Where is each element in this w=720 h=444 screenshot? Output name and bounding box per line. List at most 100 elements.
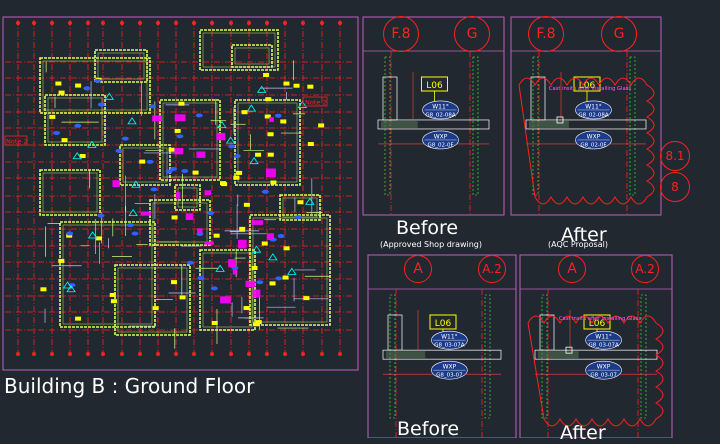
triangle-symbol xyxy=(246,104,257,112)
yellow-tag xyxy=(61,138,68,143)
wall xyxy=(39,169,101,216)
blue-tag xyxy=(83,86,91,91)
grid-head-bottom xyxy=(50,352,54,356)
yellow-tag xyxy=(171,215,178,220)
yellow-tag xyxy=(152,306,159,311)
triangle-symbol xyxy=(72,152,82,160)
grid-head-top xyxy=(265,21,269,25)
yellow-tag xyxy=(109,292,116,297)
grid-head-top xyxy=(50,21,54,25)
detail-frame xyxy=(367,254,517,438)
window-tag-2-line2: G8_03-07 xyxy=(590,373,617,379)
yellow-tag xyxy=(233,175,240,180)
slab-hatch xyxy=(381,120,418,128)
magenta-fill xyxy=(232,269,238,275)
triangle-symbol xyxy=(104,92,115,100)
wall-inner xyxy=(152,202,208,243)
blue-tag xyxy=(121,136,129,141)
grid-bubble-bottom-before-left: A xyxy=(404,255,432,283)
wall xyxy=(119,144,171,186)
caption-bottom-before: Before xyxy=(397,418,460,440)
blue-tag xyxy=(115,148,123,153)
yellow-tag xyxy=(265,97,272,102)
grid-head-top xyxy=(283,21,287,25)
revision-cloud xyxy=(518,77,655,205)
grid-head-bottom xyxy=(265,352,269,356)
magenta-fill xyxy=(251,220,264,225)
grid-head-top xyxy=(301,21,305,25)
yellow-tag xyxy=(280,119,287,124)
note-right: Note 2 xyxy=(302,96,328,107)
wall-inner xyxy=(202,252,253,328)
triangle-symbol xyxy=(87,231,98,239)
magenta-fill xyxy=(265,168,276,178)
triangle-symbol xyxy=(128,208,138,217)
grid-bubble-top-before-left: F.8 xyxy=(383,16,419,52)
grid-head-bottom xyxy=(32,352,36,356)
window-tag-2-line1: WXP xyxy=(434,133,448,140)
yellow-tag xyxy=(219,181,226,186)
magenta-fill xyxy=(252,289,261,298)
slab-hatch xyxy=(386,351,426,359)
grid-head-bottom xyxy=(301,352,305,356)
grid-head-bottom xyxy=(338,352,342,356)
wall xyxy=(249,214,331,326)
yellow-tag xyxy=(213,233,220,238)
grid-head-bottom xyxy=(101,352,105,356)
magenta-fill xyxy=(175,192,181,199)
blue-tag xyxy=(181,168,189,173)
blue-tag xyxy=(97,102,105,107)
grid-head-top xyxy=(210,21,214,25)
window-tag-2-line1: WXP xyxy=(443,364,457,371)
magenta-fill xyxy=(204,241,214,245)
yellow-tag xyxy=(168,147,175,152)
magenta-fill xyxy=(152,115,163,122)
caption-top-before: Before xyxy=(396,217,459,239)
window-tag-1-line1: W11° xyxy=(585,103,602,110)
yellow-tag xyxy=(270,180,277,185)
grid-head-bottom xyxy=(192,352,196,356)
blue-tag xyxy=(131,231,139,236)
grid-head-top xyxy=(320,21,324,25)
wall xyxy=(59,221,156,328)
yellow-tag xyxy=(171,280,178,285)
hatch-right xyxy=(472,56,479,196)
window-tag-2-line1: WXP xyxy=(597,364,611,371)
yellow-tag xyxy=(110,299,117,304)
plan-grid-lines xyxy=(5,20,352,356)
blue-tag xyxy=(195,113,203,118)
level-tag-text: L06 xyxy=(579,81,596,91)
yellow-tag xyxy=(75,316,82,321)
yellow-tag xyxy=(58,90,65,95)
blue-tag xyxy=(294,215,302,220)
blue-tag xyxy=(170,166,178,171)
grid-head-top xyxy=(16,21,20,25)
grid-bubble-bottom-before-right: A.2 xyxy=(478,255,506,283)
grid-bubble-top-before-right: G xyxy=(454,16,490,52)
window-tag-1-line2: G8_02-08A xyxy=(425,112,455,118)
yellow-tag xyxy=(293,83,300,88)
yellow-tag xyxy=(297,200,304,205)
plan-frame xyxy=(2,16,359,371)
grid-head-bottom xyxy=(16,352,20,356)
detail-frame xyxy=(362,16,505,216)
magenta-fill xyxy=(185,213,194,221)
grid-head-top xyxy=(138,21,142,25)
triangle-symbol xyxy=(251,245,262,253)
yellow-tag xyxy=(49,114,56,119)
slab-hatch xyxy=(529,120,569,128)
yellow-tag xyxy=(192,170,199,175)
subcaption-top-before: (Approved Shop drawing) xyxy=(380,240,483,249)
detail-note: Cast insitu after installing Glass xyxy=(549,86,631,92)
blue-tag xyxy=(66,231,74,236)
yellow-tag xyxy=(243,202,250,207)
wall xyxy=(279,194,321,221)
magenta-fill xyxy=(238,239,247,249)
blue-tag xyxy=(149,104,157,109)
yellow-tag xyxy=(283,246,290,251)
yellow-tag xyxy=(58,258,65,263)
window-tag-2-line2: G8_03-07 xyxy=(436,373,463,379)
magenta-fill xyxy=(216,132,226,141)
